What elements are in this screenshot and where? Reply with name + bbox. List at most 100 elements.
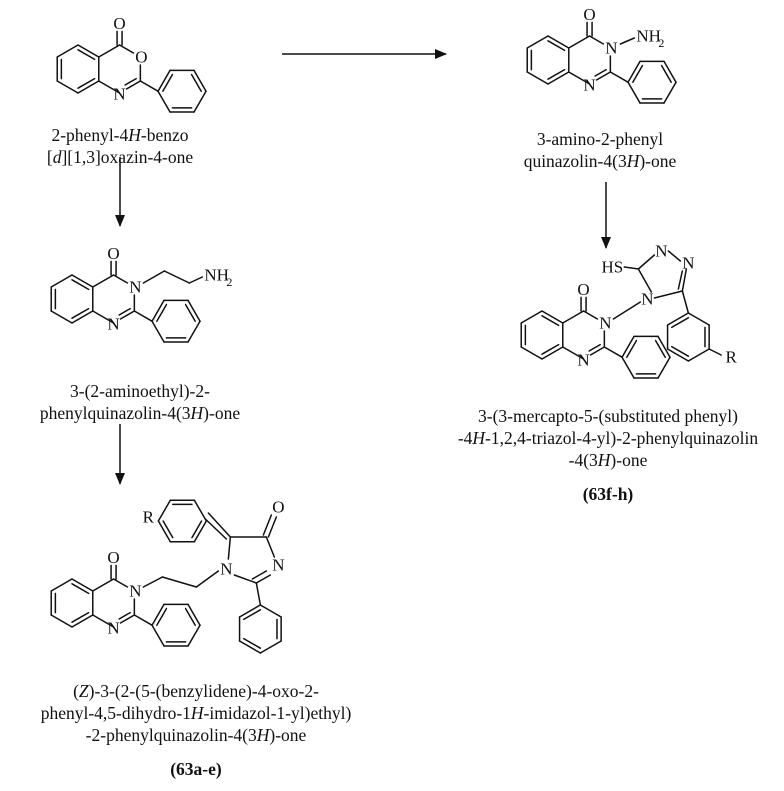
amino-group: NH [636, 27, 661, 46]
bond [547, 40, 566, 52]
ring-nitrogen: N [599, 314, 611, 333]
r-substituent: R [725, 348, 737, 367]
bond [588, 35, 605, 45]
carbonyl-oxygen: O [583, 5, 595, 24]
name-line: -4H-1,2,4-triazol-4-yl)-2-phenylquinazol… [457, 428, 759, 448]
bond [190, 73, 202, 92]
bond [151, 299, 165, 322]
bond [251, 570, 268, 580]
bond [92, 310, 115, 324]
bond [621, 335, 635, 358]
bond [621, 356, 635, 379]
bond [632, 64, 644, 83]
bond [71, 578, 94, 592]
bond [56, 80, 79, 94]
bond [133, 614, 153, 626]
bond [660, 64, 672, 83]
bond [92, 614, 115, 628]
r-substituent: R [143, 508, 155, 527]
thiol-group: HS [601, 258, 623, 277]
bond [187, 320, 201, 343]
subscript-2: 2 [658, 36, 664, 50]
bond [541, 343, 560, 355]
bond [526, 35, 549, 49]
name-line: phenylquinazolin-4(3H)-one [39, 403, 241, 423]
name-line: (Z)-3-(2-(5-(benzylidene)-4-oxo-2- [73, 681, 319, 701]
bond [157, 69, 171, 92]
compound-ref-63f-h: (63f-h) [582, 484, 634, 504]
bond [71, 274, 94, 288]
bond [188, 276, 204, 284]
bond [588, 343, 601, 352]
bond [50, 578, 73, 592]
bond [184, 303, 196, 322]
bond [71, 614, 94, 628]
bond [242, 637, 262, 649]
bond [562, 310, 585, 324]
bond [663, 81, 677, 104]
triazole-nitrogen: N [655, 242, 667, 261]
bond [242, 609, 262, 621]
amino-group: NH [204, 266, 229, 285]
name-line: -2-phenylquinazolin-4(3H)-one [85, 725, 307, 745]
bond [259, 640, 282, 654]
bond [71, 583, 90, 595]
bond [663, 60, 677, 83]
bond [687, 312, 710, 326]
bond [238, 640, 262, 654]
bond [142, 270, 166, 284]
bond [191, 520, 203, 539]
ring-nitrogen: N [577, 351, 589, 370]
bond [653, 290, 684, 299]
bond [92, 578, 115, 592]
bond [562, 346, 585, 360]
bond [193, 90, 207, 113]
bond [98, 80, 121, 94]
bond [677, 270, 684, 290]
bond [71, 310, 94, 324]
bond [259, 604, 282, 618]
name-line: -4(3H)-one [568, 450, 648, 470]
bond [71, 279, 90, 291]
bond [541, 315, 560, 327]
bond [568, 71, 591, 85]
bond [547, 71, 570, 85]
bond [627, 60, 641, 83]
bond [156, 607, 168, 626]
bond [687, 348, 710, 362]
bond [603, 346, 623, 358]
bond [541, 346, 564, 360]
bond [162, 520, 174, 539]
bond [619, 37, 636, 45]
bond [568, 35, 591, 49]
bond [187, 603, 201, 626]
benzoxazinone-name: 2-phenyl-4H-benzo [d][1,3]oxazin-4-one [20, 124, 220, 168]
bond [657, 335, 671, 358]
bond [666, 312, 690, 326]
compound-ref-63a-e: (63a-e) [170, 759, 222, 779]
bond [637, 268, 653, 293]
bond [582, 310, 599, 320]
bond [670, 317, 690, 329]
bond [204, 518, 228, 540]
bond [151, 320, 165, 343]
bond [50, 614, 73, 628]
bond [233, 574, 258, 584]
bond [265, 536, 276, 558]
aminoquinazolinone-name: 3-amino-2-phenyl quinazolin-4(3H)-one [490, 128, 710, 172]
bond [112, 578, 129, 588]
bond [626, 339, 638, 358]
ring-oxygen: O [135, 48, 147, 67]
ring-nitrogen: N [113, 85, 125, 104]
ring-nitrogen: N [129, 278, 141, 297]
bond [667, 250, 682, 262]
triazole-nitrogen: N [641, 290, 653, 309]
name-line: 2-phenyl-4H-benzo [51, 125, 189, 145]
bond [670, 345, 690, 357]
carbonyl-oxygen: O [272, 498, 284, 517]
name-line: 3-(2-aminoethyl)-2- [70, 381, 210, 401]
name-line: 3-(3-mercapto-5-(substituted phenyl) [478, 406, 738, 426]
name-line: [d][1,3]oxazin-4-one [46, 147, 194, 167]
bond [637, 254, 656, 270]
carbonyl-oxygen: O [107, 244, 119, 263]
